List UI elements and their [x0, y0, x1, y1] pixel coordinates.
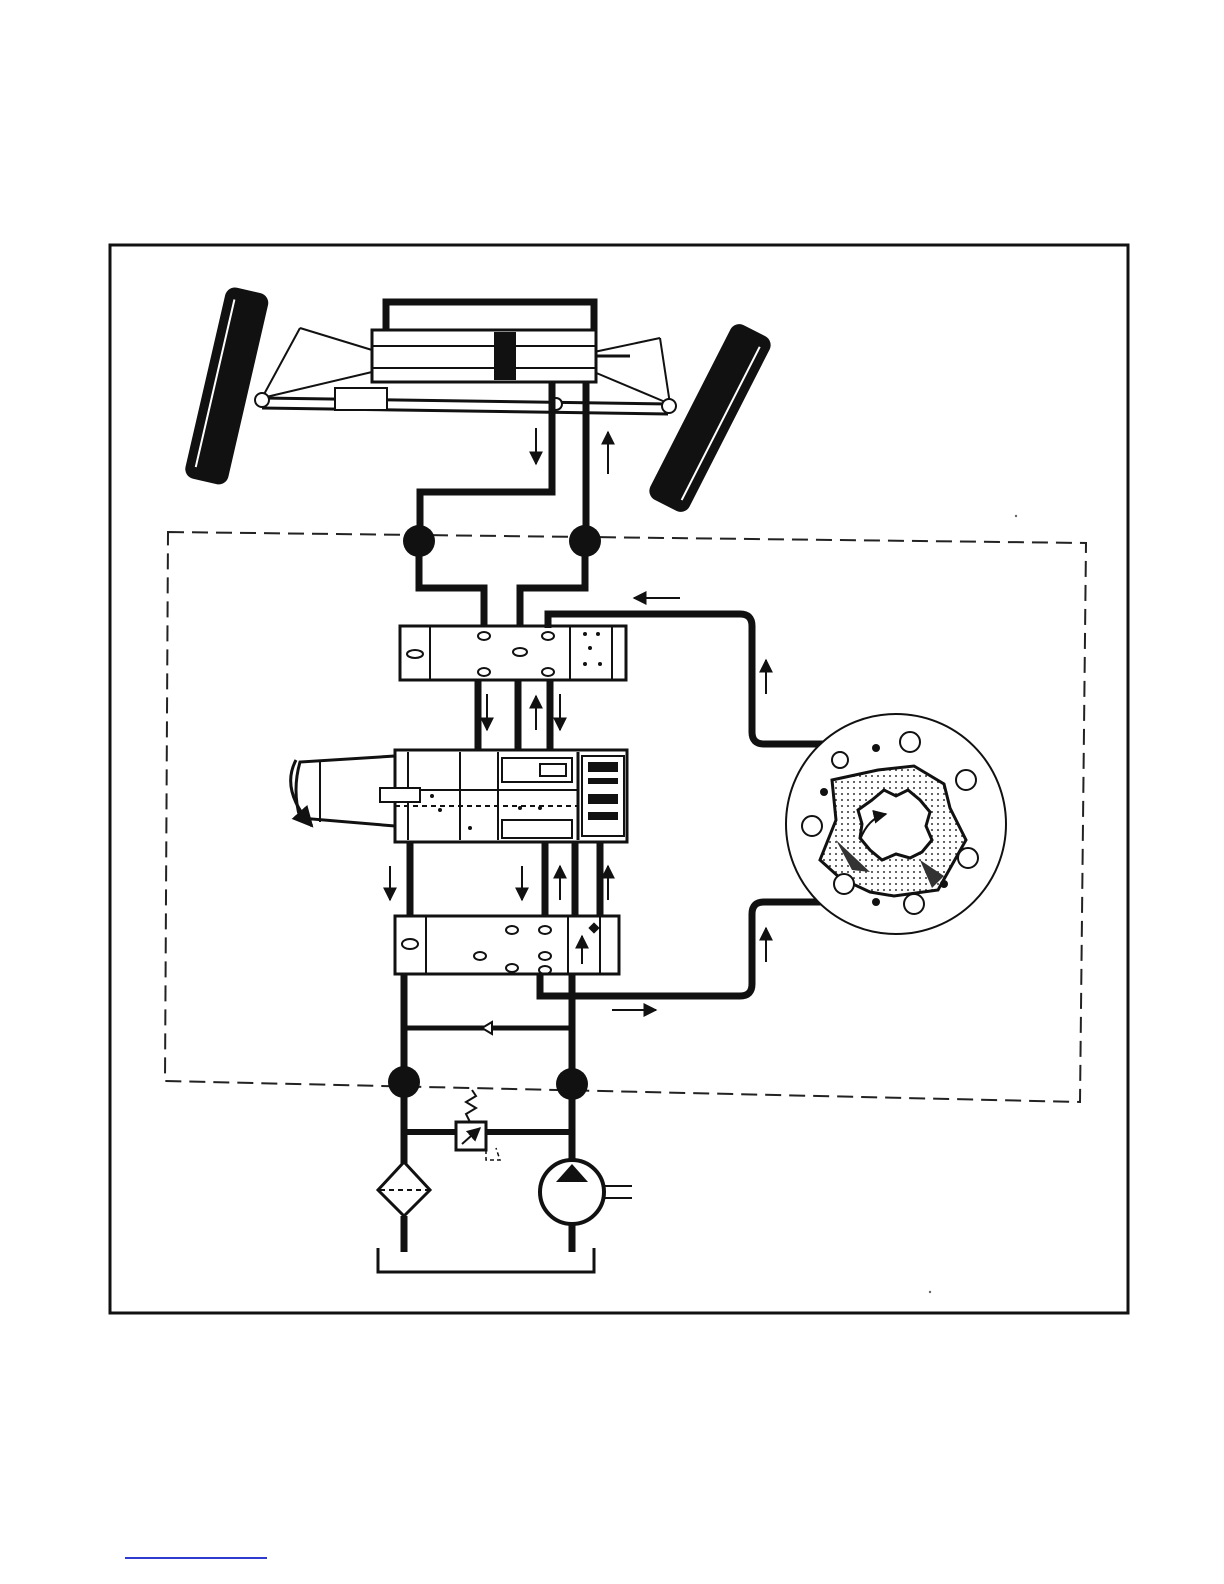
check-valve — [404, 1022, 572, 1034]
pump — [540, 1160, 632, 1252]
port-left — [403, 525, 435, 557]
gerotor-metering-unit — [786, 714, 1006, 934]
lower-control-valve — [395, 916, 619, 974]
upper-control-valve — [400, 626, 626, 680]
steering-cylinder — [372, 330, 630, 382]
spool-sleeve-valve — [291, 750, 627, 842]
cylinder-line-left — [420, 382, 552, 540]
port-right — [569, 525, 601, 557]
port-pump — [556, 1068, 588, 1100]
steering-axle — [183, 286, 774, 516]
left-wheel — [183, 286, 270, 487]
filter — [378, 1162, 430, 1252]
reservoir — [378, 1248, 594, 1272]
relief-valve — [456, 1090, 500, 1160]
right-wheel — [646, 321, 774, 516]
port-tank — [388, 1066, 420, 1098]
footer-link-rule — [125, 1557, 267, 1559]
